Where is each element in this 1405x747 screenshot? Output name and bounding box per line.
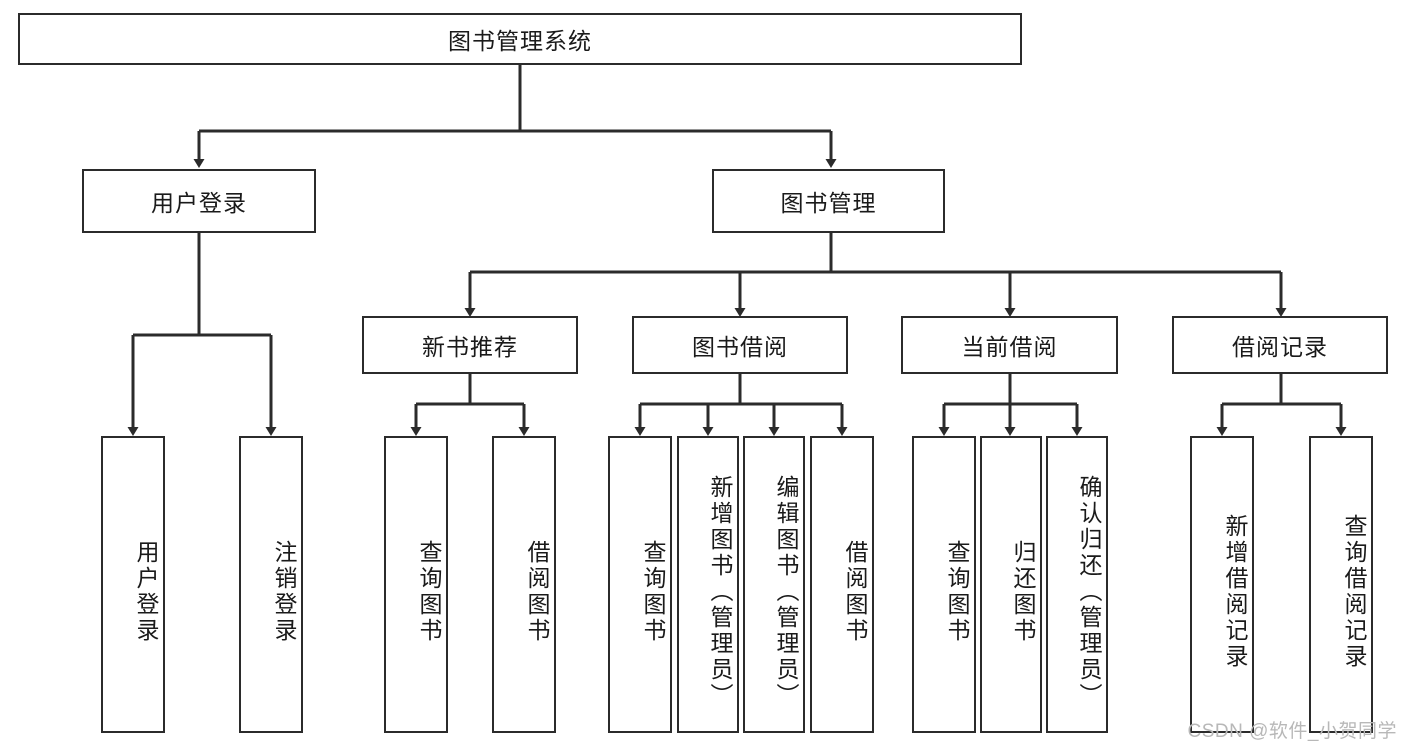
node-label: 图书借阅 (692, 334, 788, 360)
leaf-logout[interactable]: 注销登录 (239, 436, 303, 733)
node-label: 查询借阅记录 (1341, 513, 1367, 670)
node-book-borrow[interactable]: 图书借阅 (632, 316, 848, 374)
leaf-query-book-cb[interactable]: 查询图书 (912, 436, 976, 733)
node-label: 图书管理系统 (448, 28, 592, 54)
leaf-borrow-book-nb[interactable]: 借阅图书 (492, 436, 556, 733)
node-label: 新增借阅记录 (1222, 513, 1248, 670)
node-label: 借阅记录 (1232, 334, 1328, 360)
node-label: 当前借阅 (961, 334, 1058, 360)
node-label: 查询图书 (416, 539, 442, 644)
node-label: 注销登录 (271, 539, 297, 644)
leaf-query-book-nb[interactable]: 查询图书 (384, 436, 448, 733)
leaf-return-book[interactable]: 归还图书 (980, 436, 1042, 733)
leaf-add-borrow-record[interactable]: 新增借阅记录 (1190, 436, 1254, 733)
node-label: 用户登录 (133, 539, 159, 644)
node-label: 借阅图书 (524, 539, 550, 644)
node-label: 查询图书 (944, 539, 970, 644)
node-label: 用户登录 (151, 190, 247, 216)
node-label: 确认归还（管理员） (1076, 474, 1102, 709)
leaf-user-login[interactable]: 用户登录 (101, 436, 165, 733)
leaf-borrow-book-bb[interactable]: 借阅图书 (810, 436, 874, 733)
node-label: 归还图书 (1010, 539, 1036, 644)
node-label: 图书管理 (780, 190, 877, 216)
node-borrow-record[interactable]: 借阅记录 (1172, 316, 1388, 374)
leaf-query-borrow-record[interactable]: 查询借阅记录 (1309, 436, 1373, 733)
node-book-management[interactable]: 图书管理 (712, 169, 945, 233)
watermark: CSDN @软件_小贺同学 (1187, 721, 1397, 742)
node-user-login[interactable]: 用户登录 (82, 169, 316, 233)
leaf-confirm-return-admin[interactable]: 确认归还（管理员） (1046, 436, 1108, 733)
node-label: 编辑图书（管理员） (773, 474, 799, 709)
node-label: 新增图书（管理员） (707, 474, 733, 709)
node-label: 查询图书 (640, 539, 666, 644)
leaf-edit-book-admin[interactable]: 编辑图书（管理员） (743, 436, 805, 733)
node-book-management-system[interactable]: 图书管理系统 (18, 13, 1022, 65)
leaf-query-book-bb[interactable]: 查询图书 (608, 436, 672, 733)
node-label: 新书推荐 (422, 334, 518, 360)
node-label: 借阅图书 (842, 539, 868, 644)
leaf-add-book-admin[interactable]: 新增图书（管理员） (677, 436, 739, 733)
node-current-borrow[interactable]: 当前借阅 (901, 316, 1118, 374)
node-new-book-recommend[interactable]: 新书推荐 (362, 316, 578, 374)
